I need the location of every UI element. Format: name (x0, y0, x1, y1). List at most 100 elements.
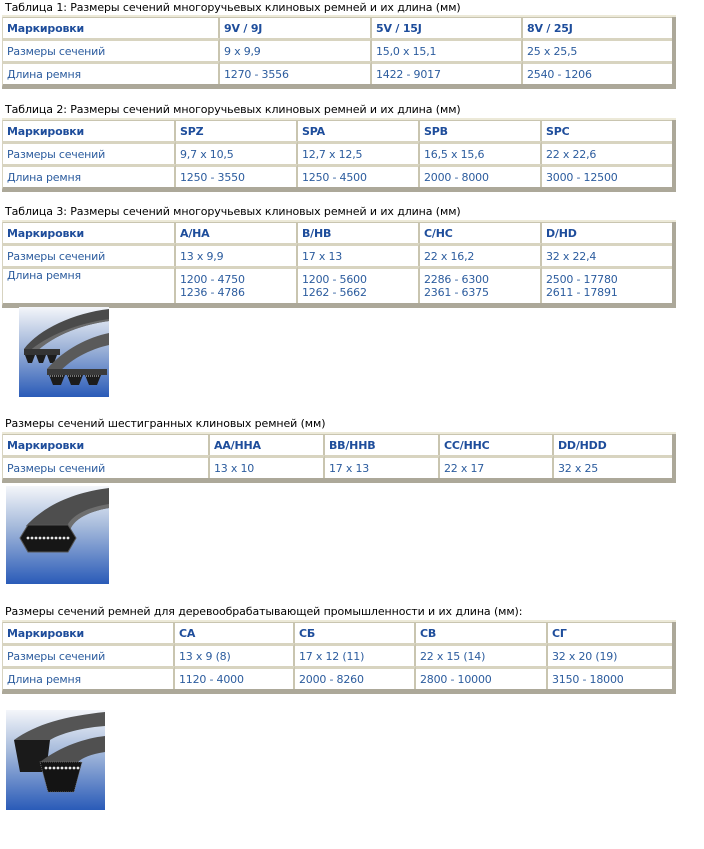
column-header: C/HC (420, 222, 542, 243)
table-cell: 1270 - 3556 (220, 61, 372, 84)
table-5-caption: Размеры сечений ремней для деревообрабат… (5, 605, 523, 618)
table-cell: 1120 - 4000 (175, 666, 295, 689)
table-4-caption: Размеры сечений шестигранных клиновых ре… (5, 417, 326, 430)
table-cell: 16,5 x 15,6 (420, 141, 542, 164)
table-cell: 17 x 13 (298, 243, 420, 266)
multi-rib-belt-image (19, 307, 109, 397)
column-header: 9V / 9J (220, 17, 372, 38)
table-cell: 13 x 9 (8) (175, 643, 295, 666)
table-cell: 22 x 22,6 (542, 141, 672, 164)
cell-line: 2500 - 17780 (546, 273, 618, 286)
column-header: DD/HDD (554, 434, 672, 455)
column-header: AA/HHA (210, 434, 325, 455)
column-header: 5V / 15J (372, 17, 523, 38)
table-cell: 13 x 9,9 (176, 243, 298, 266)
row-label: Длина ремня (3, 666, 175, 689)
column-header-markings: Маркировки (3, 622, 175, 643)
column-header: D/HD (542, 222, 672, 243)
table-cell: 2000 - 8260 (295, 666, 416, 689)
table-cell: 2000 - 8000 (420, 164, 542, 187)
table-cell: 9 x 9,9 (220, 38, 372, 61)
column-header: BB/HHB (325, 434, 440, 455)
table-cell: 32 x 20 (19) (548, 643, 672, 666)
column-header: SPZ (176, 120, 298, 141)
cell-line: 1200 - 4750 (180, 273, 245, 286)
cell-line: 1236 - 4786 (180, 286, 245, 299)
row-label: Длина ремня (3, 61, 220, 84)
column-header: CB (416, 622, 548, 643)
cell-line: 2286 - 6300 (424, 273, 489, 286)
table-1-caption: Таблица 1: Размеры сечений многоручьевых… (5, 1, 461, 14)
column-header: 8V / 25J (523, 17, 672, 38)
column-header: CC/HHC (440, 434, 554, 455)
table-cell: 22 x 16,2 (420, 243, 542, 266)
row-label: Размеры сечений (3, 38, 220, 61)
column-header-markings: Маркировки (3, 434, 210, 455)
table-cell: 3000 - 12500 (542, 164, 672, 187)
column-header-markings: Маркировки (3, 120, 176, 141)
row-label: Размеры сечений (3, 141, 176, 164)
table-cell: 1422 - 9017 (372, 61, 523, 84)
table-cell: 3150 - 18000 (548, 666, 672, 689)
cell-line: 1200 - 5600 (302, 273, 367, 286)
table-cell: 32 x 22,4 (542, 243, 672, 266)
column-header: CБ (295, 622, 416, 643)
table-cell: 1250 - 3550 (176, 164, 298, 187)
table-cell: 25 x 25,5 (523, 38, 672, 61)
table-cell: 22 x 17 (440, 455, 554, 478)
column-header: CГ (548, 622, 672, 643)
table-cell: 9,7 x 10,5 (176, 141, 298, 164)
column-header: B/HB (298, 222, 420, 243)
table-cell: 32 x 25 (554, 455, 672, 478)
woodworking-v-belt-image (6, 710, 105, 810)
table-cell: 2540 - 1206 (523, 61, 672, 84)
column-header: SPC (542, 120, 672, 141)
table-cell: 2800 - 10000 (416, 666, 548, 689)
table-3-caption: Таблица 3: Размеры сечений многоручьевых… (5, 205, 461, 218)
cell-line: 2611 - 17891 (546, 286, 618, 299)
table-cell: 17 x 12 (11) (295, 643, 416, 666)
table-cell: 12,7 x 12,5 (298, 141, 420, 164)
row-label: Длина ремня (3, 266, 176, 303)
table-cell: 15,0 x 15,1 (372, 38, 523, 61)
table-cell: 1250 - 4500 (298, 164, 420, 187)
row-label: Размеры сечений (3, 455, 210, 478)
table-cell: 13 x 10 (210, 455, 325, 478)
row-label: Размеры сечений (3, 643, 175, 666)
row-label: Размеры сечений (3, 243, 176, 266)
table-cell: 17 x 13 (325, 455, 440, 478)
table-cell: 22 x 15 (14) (416, 643, 548, 666)
table-2-caption: Таблица 2: Размеры сечений многоручьевых… (5, 103, 461, 116)
column-header: A/HA (176, 222, 298, 243)
column-header-markings: Маркировки (3, 17, 220, 38)
column-header-markings: Маркировки (3, 222, 176, 243)
row-label: Длина ремня (3, 164, 176, 187)
cell-line: 1262 - 5662 (302, 286, 367, 299)
hexagonal-belt-image (6, 486, 109, 584)
column-header: SPB (420, 120, 542, 141)
cell-line: 2361 - 6375 (424, 286, 489, 299)
column-header: CA (175, 622, 295, 643)
